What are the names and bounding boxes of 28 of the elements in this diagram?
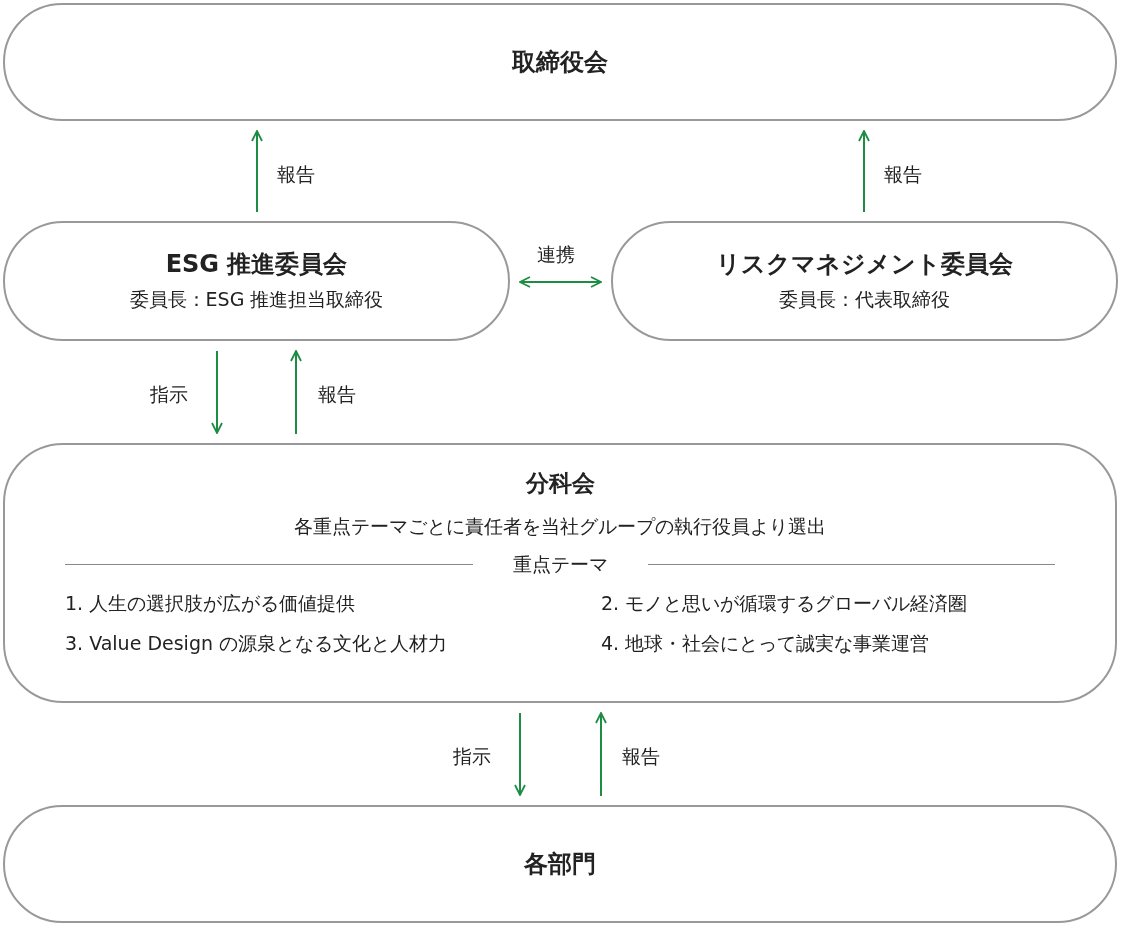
arrow	[290, 350, 302, 435]
edge-label: 連携	[537, 242, 575, 267]
node-subtitle: 委員長：代表取締役	[779, 286, 950, 312]
edge-label: 指示	[453, 744, 491, 769]
theme-item: 3. Value Design の源泉となる文化と人材力	[65, 631, 449, 657]
node-title: リスクマネジメント委員会	[716, 248, 1013, 279]
rounded-box	[3, 443, 1117, 703]
arrow	[519, 276, 602, 288]
edge-label: 指示	[150, 382, 188, 407]
edge-label: 報告	[318, 382, 356, 407]
node-title: ESG 推進委員会	[165, 248, 348, 279]
edge-label: 報告	[277, 162, 315, 187]
arrow	[211, 350, 223, 434]
node-title: 取締役会	[512, 47, 608, 77]
section-heading: 重点テーマ	[511, 552, 609, 578]
arrow	[514, 712, 526, 796]
node-title: 分科会	[525, 469, 595, 498]
edge-label: 報告	[622, 744, 660, 769]
arrow	[251, 130, 263, 213]
arrow	[595, 712, 607, 797]
node-subtitle: 委員長：ESG 推進担当取締役	[129, 286, 384, 312]
node-title: 各部門	[524, 849, 596, 879]
edge-label: 報告	[884, 162, 922, 187]
node-description: 各重点テーマごとに責任者を当社グループの執行役員より選出	[294, 513, 826, 539]
theme-item: 2. モノと思いが循環するグローバル経済圏	[601, 590, 969, 616]
theme-item: 4. 地球・社会にとって誠実な事業運営	[601, 631, 931, 657]
theme-item: 1. 人生の選択肢が広がる価値提供	[65, 590, 357, 616]
arrow	[858, 130, 870, 213]
